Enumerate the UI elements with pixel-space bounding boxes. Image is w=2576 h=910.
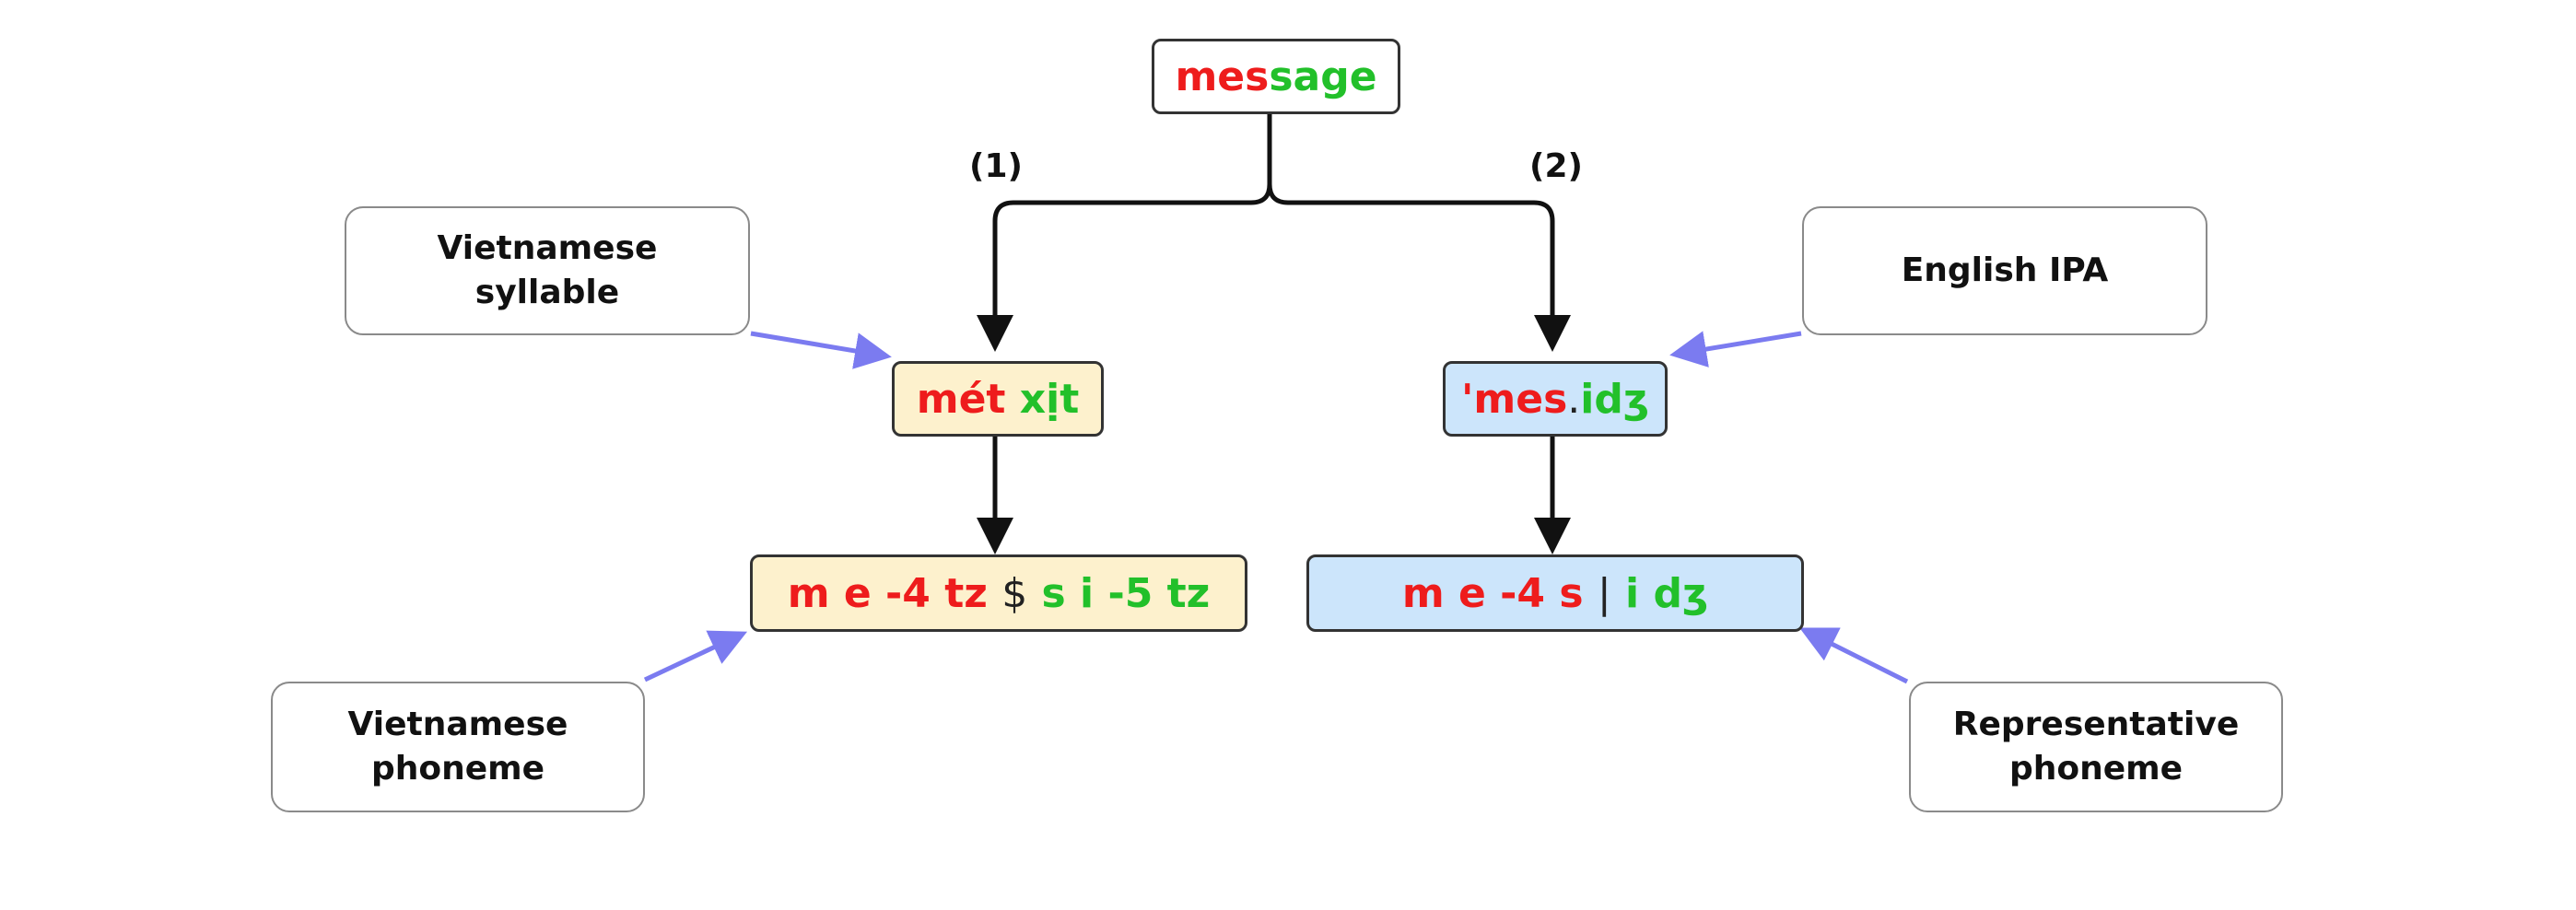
root-stem	[977, 114, 1272, 352]
pointer-vietnamese-phoneme	[643, 630, 748, 682]
vn-phoneme-part2: s i -5 tz	[1041, 569, 1211, 617]
english-ipa-node: 'mes.idʒ	[1443, 361, 1668, 437]
ipa-part1: 'mes	[1460, 375, 1568, 423]
pointer-english-ipa	[1669, 331, 1802, 368]
syllable-part1: mét	[916, 375, 1006, 423]
label-english-ipa: English IPA	[1802, 206, 2207, 335]
pointer-representative-phoneme	[1799, 627, 1909, 684]
representative-phoneme-node: m e -4 s | i dʒ	[1306, 554, 1804, 632]
ipa-part2: idʒ	[1580, 375, 1650, 423]
pointer-vietnamese-syllable	[750, 331, 892, 369]
branch-label-left: (1)	[969, 147, 1023, 185]
label-representative-phoneme: Representative phoneme	[1909, 682, 2283, 812]
rep-phoneme-part1: m e -4 s	[1401, 569, 1584, 617]
label-vietnamese-syllable-text: Vietnamese syllable	[437, 229, 658, 311]
vn-phoneme-part1: m e -4 tz	[787, 569, 988, 617]
vietnamese-phoneme-node: m e -4 tz $ s i -5 tz	[750, 554, 1247, 632]
label-vietnamese-phoneme-text: Vietnamese phoneme	[347, 706, 568, 788]
label-english-ipa-text: English IPA	[1901, 251, 2109, 289]
label-vietnamese-syllable: Vietnamese syllable	[345, 206, 750, 335]
ipa-dot: .	[1567, 375, 1581, 423]
root-word-part1: mes	[1175, 52, 1270, 100]
root-word-part2: sage	[1269, 52, 1377, 100]
vietnamese-syllable-node: mét xịt	[892, 361, 1104, 437]
rep-phoneme-separator: |	[1597, 569, 1611, 617]
vn-phoneme-separator: $	[1001, 569, 1028, 617]
label-representative-phoneme-text: Representative phoneme	[1952, 706, 2240, 788]
root-branch-right	[1267, 183, 1571, 352]
syllable-part2: xịt	[1019, 375, 1080, 423]
label-vietnamese-phoneme: Vietnamese phoneme	[271, 682, 645, 812]
rep-phoneme-part2: i dʒ	[1625, 569, 1709, 617]
branch-label-right: (2)	[1529, 147, 1583, 185]
